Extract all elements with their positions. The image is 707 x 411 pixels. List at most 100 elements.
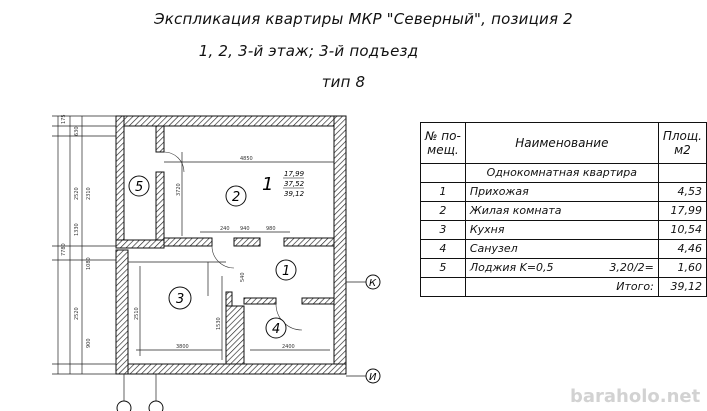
dim-left-7: 2520 [74,307,80,320]
room-circle-3 [168,286,192,310]
bath-wall-top-b [301,297,335,305]
watermark: baraholo.net [570,386,701,407]
row-no: 2 [420,201,466,221]
dim-left-4: 1330 [74,223,80,236]
room-no-4: 4 [272,322,280,337]
table-row: 2 Жилая комната 17,99 [420,201,707,221]
room2-wall-seg-3 [283,237,335,247]
table-row: 1 Прихожая 4,53 [420,182,707,202]
row-name: Жилая комната [464,201,659,221]
apartment-number: 1 [262,174,273,195]
room-circle-1 [275,259,297,281]
door-arc-loggia [163,151,185,173]
row-extra: 3,20/2= [609,261,654,274]
axis-i-label: И [369,372,377,383]
room-no-1: 1 [282,264,290,279]
row-no: 5 [420,258,466,278]
bath-wall-left [225,291,233,307]
dim-kitchen-width: 3800 [176,344,189,350]
loggia-bottom [115,239,165,249]
apartment-area-2: 37,52 [284,180,305,188]
axis-bottom-2 [148,400,164,411]
dim-bath-height: 1530 [216,317,222,330]
wall-top [115,115,347,127]
axis-bottom-1 [116,400,132,411]
room-no-5: 5 [135,180,143,195]
header-area: Площ. м2 [657,122,707,164]
door-arc-room2 [211,245,235,269]
dim-left-8: 900 [86,338,92,348]
room-circle-2 [225,185,247,207]
table-row: 4 Санузел 4,46 [420,239,707,259]
table-row: 5 Лоджия K=0,5 3,20/2= 1,60 [420,258,707,278]
dim-left-1: 630 [74,126,80,136]
dim-opening-2: 940 [240,226,250,232]
title-line-3: тип 8 [321,73,366,91]
room-circles [128,175,297,339]
explication-table: № по- мещ. Наименование Площ. м2 Одноком… [420,122,707,297]
title-line-1: Экспликация квартиры МКР "Северный", поз… [154,10,573,28]
room2-bottom-wall [163,237,335,247]
row-name: Санузел [464,239,659,259]
dim-opening-1: 240 [220,226,230,232]
room-circle-4 [265,317,287,339]
row-area: 4,46 [657,239,707,259]
table-total-row: Итого: 39,12 [420,277,707,297]
header-name: Наименование [464,122,659,164]
row-area: 4,53 [657,182,707,202]
room-circle-5 [128,175,150,197]
wall-right [333,115,347,375]
row-name: Кухня [464,220,659,240]
dim-left-5: 7780 [61,243,67,256]
table-group-row: Однокомнатная квартира [420,163,707,183]
wall-left-kitchen [115,249,129,375]
row-area: 1,60 [657,258,707,278]
dim-room2-width: 4850 [240,156,253,162]
axis-k-circle [365,274,381,290]
bath-partition-thick [225,305,245,365]
dim-opening-3: 980 [266,226,276,232]
loggia-wall-lower [155,171,165,247]
room-no-2: 2 [232,190,240,205]
row-no: 3 [420,220,466,240]
wall-left-loggia [115,115,125,247]
room2-wall-seg-2 [233,237,261,247]
axis-k-label: К [369,278,377,289]
group-label: Однокомнатная квартира [464,163,659,183]
bath-wall-top-a [243,297,277,305]
apartment-area-3: 39,12 [284,190,305,198]
row-name-with-extra: Лоджия K=0,5 3,20/2= [464,258,659,278]
dim-left-6: 1080 [86,257,92,270]
row-area: 10,54 [657,220,707,240]
room2-wall-seg-1 [163,237,213,247]
dim-left-0: 175 [61,114,67,124]
table-row: 3 Кухня 10,54 [420,220,707,240]
dim-room2-height: 3720 [176,183,182,196]
header-no: № по- мещ. [420,122,466,164]
wall-bottom [115,363,347,375]
bathroom-walls [225,291,335,365]
dim-partition: 540 [240,272,246,282]
apartment-area-1: 17,99 [284,170,305,178]
row-no: 1 [420,182,466,202]
row-area: 17,99 [657,201,707,221]
dim-left-2: 2310 [86,187,92,200]
dimension-values: 175 630 2310 2520 1330 7780 1080 2520 90… [61,114,295,350]
row-name: Прихожая [464,182,659,202]
room-no-3: 3 [176,292,184,307]
loggia-wall-upper [155,125,165,153]
dimension-lines [52,115,368,404]
axis-i-circle [365,368,381,384]
total-label: Итого: [464,277,659,297]
table-header: № по- мещ. Наименование Площ. м2 [420,122,707,164]
row-no: 4 [420,239,466,259]
dim-left-3: 2520 [74,187,80,200]
axis-markers [116,274,381,411]
dim-kitchen-height: 2510 [134,307,140,320]
dim-bath-width: 2400 [282,344,295,350]
total-value: 39,12 [657,277,707,297]
row-name: Лоджия K=0,5 [469,261,554,274]
outer-walls [115,115,347,375]
title-line-2: 1, 2, 3-й этаж; 3-й подъезд [198,42,419,60]
